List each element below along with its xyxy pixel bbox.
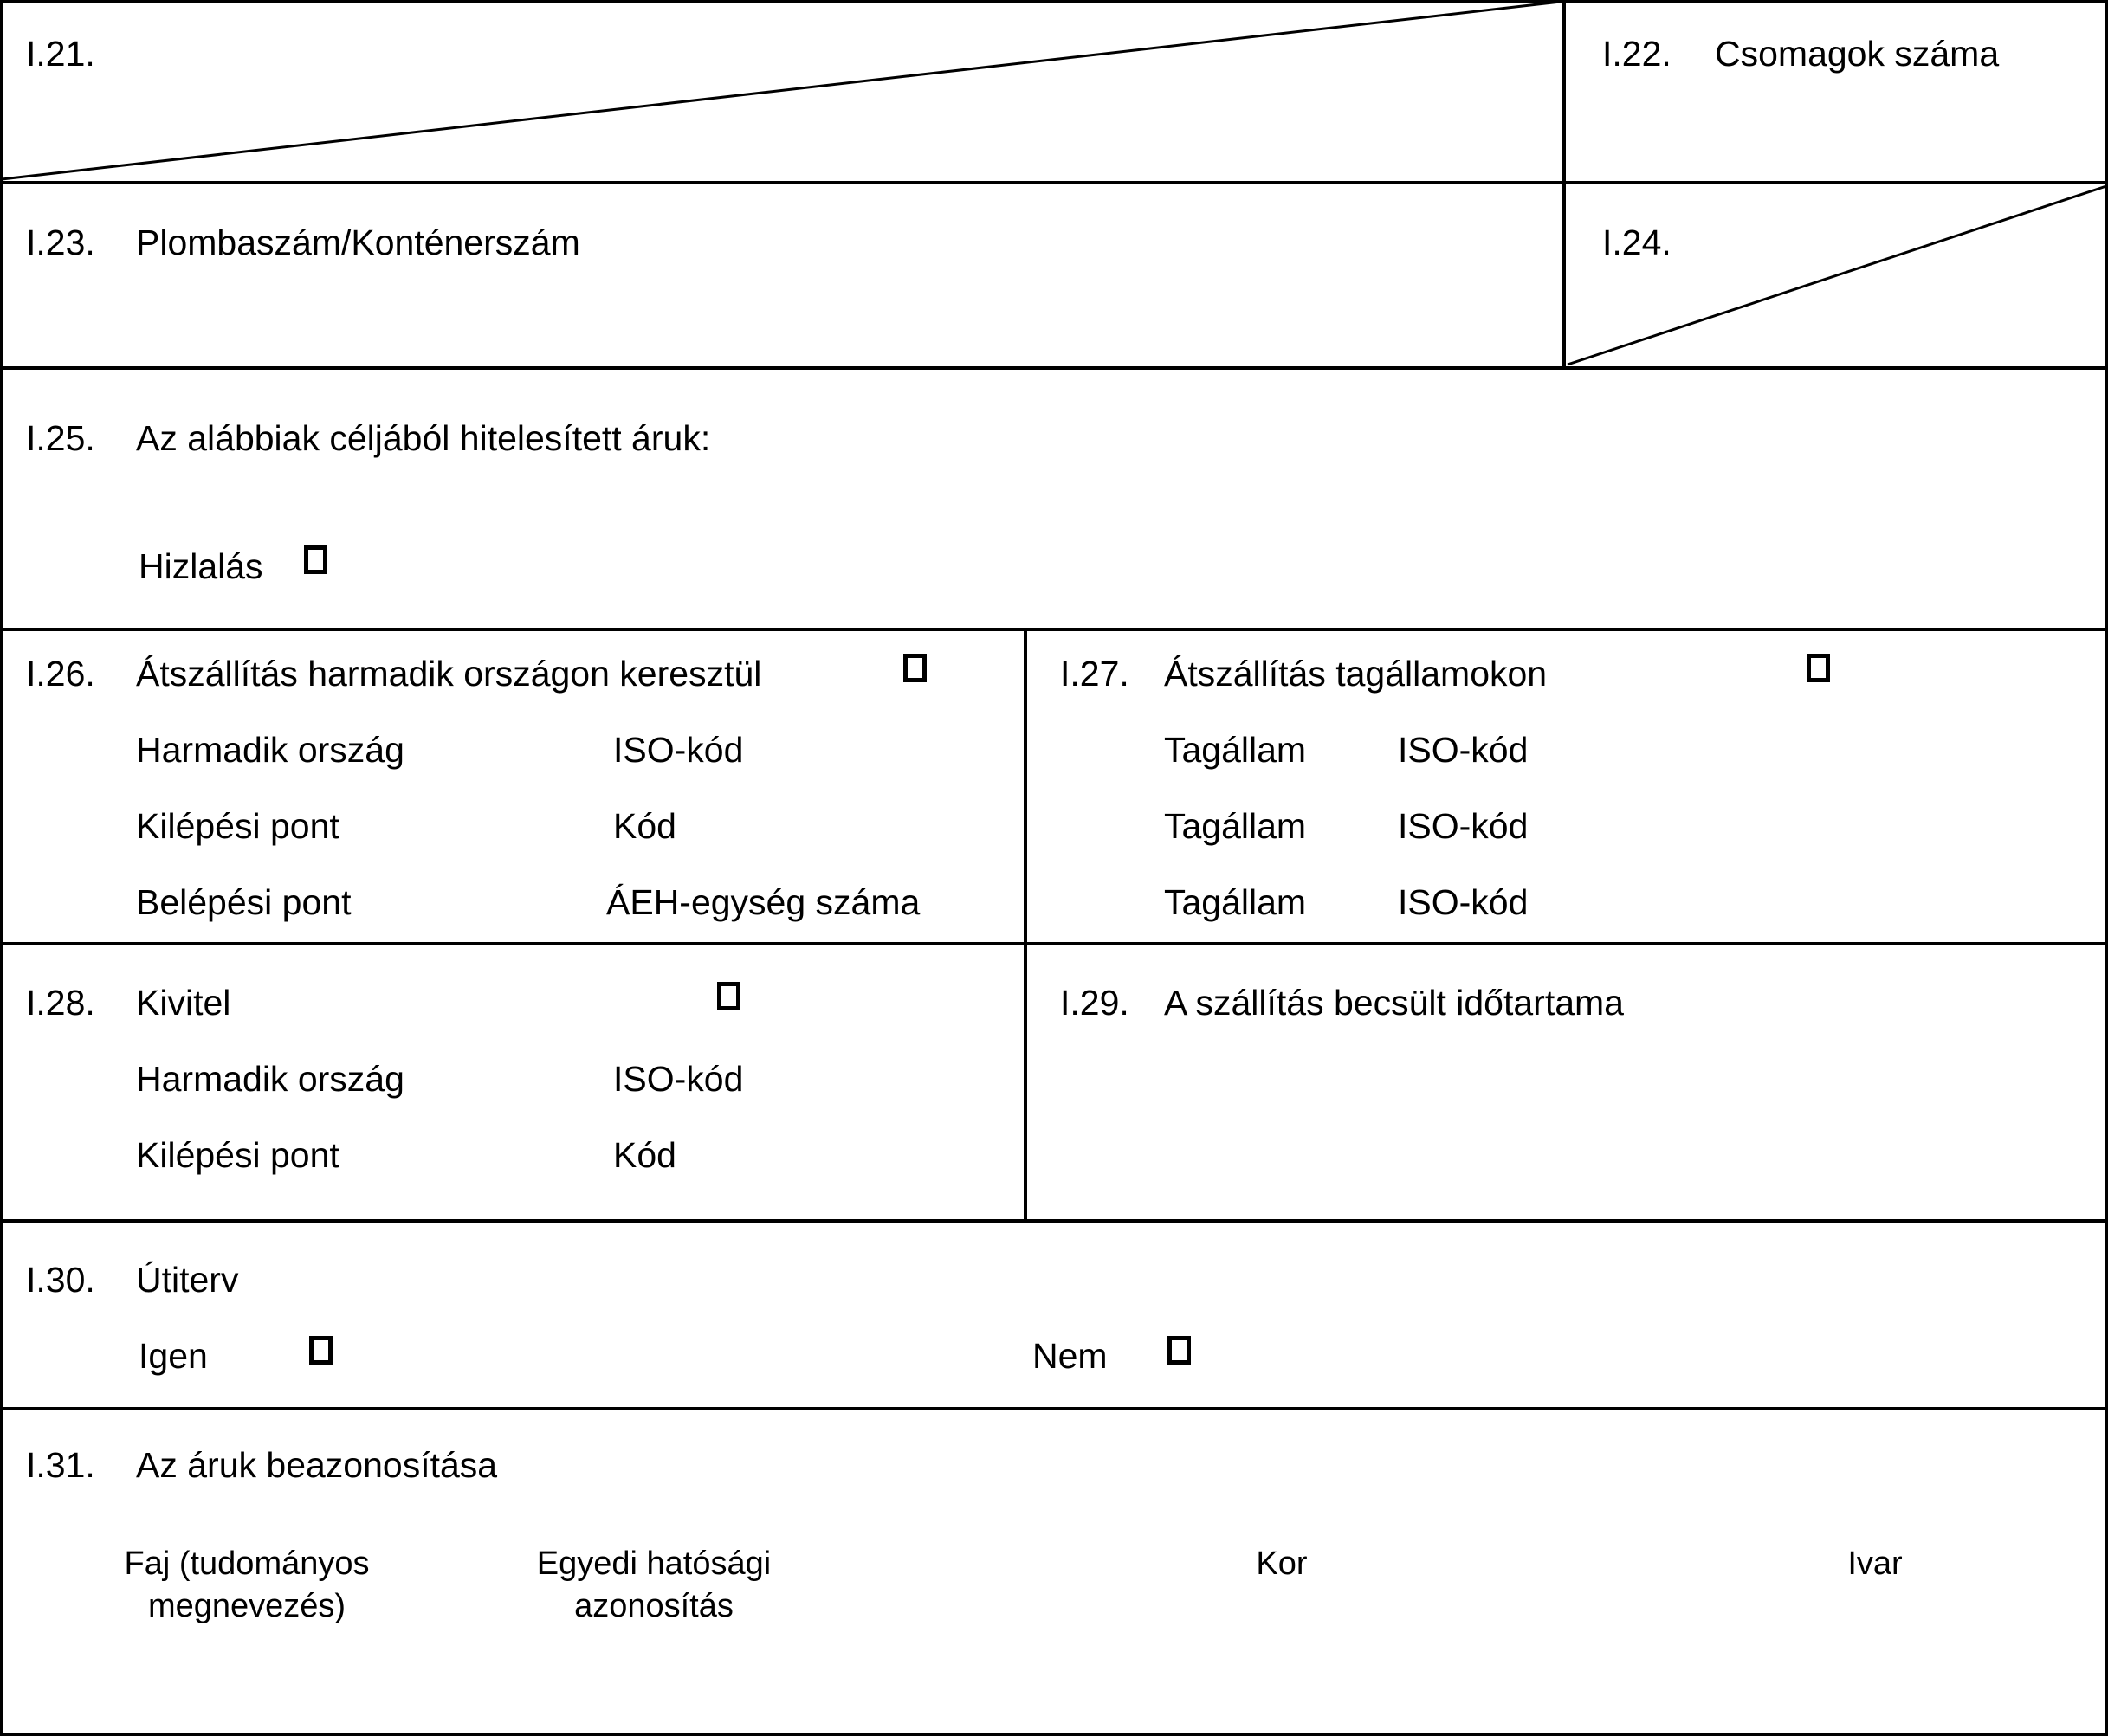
box-i27-row-2-left: Tagállam xyxy=(1164,882,1307,922)
box-i31-column-2-line1: Kor xyxy=(1256,1546,1308,1582)
box-i31-column-1-line2: azonosítás xyxy=(574,1587,734,1624)
row-divider-i21-i23 xyxy=(0,181,2108,184)
box-i31-column-3: Ivar xyxy=(1762,1543,1988,1585)
box-i31-column-1-line1: Egyedi hatósági xyxy=(536,1546,772,1582)
box-i23: I.23. Plombaszám/Konténerszám xyxy=(0,184,1562,366)
box-i31-column-0-line2: megnevezés) xyxy=(147,1587,346,1624)
box-i24: I.24. xyxy=(1566,184,2108,366)
box-i27-row-0-right: ISO-kód xyxy=(1398,730,1529,770)
col-divider-i21-i22 xyxy=(1562,0,1566,181)
row-divider-i25-i26 xyxy=(0,628,2108,631)
box-i27-row-1-right: ISO-kód xyxy=(1398,806,1529,846)
box-i31-label: Az áruk beazonosítása xyxy=(136,1445,498,1485)
box-i27-number: I.27. xyxy=(1060,654,1129,694)
box-i23-number: I.23. xyxy=(26,223,95,262)
box-i28-row-0-right: ISO-kód xyxy=(613,1059,744,1099)
box-i27-label: Átszállítás tagállamokon xyxy=(1164,654,1548,694)
box-i30-yes-label: Igen xyxy=(139,1336,208,1376)
box-i21: I.21. xyxy=(0,0,1562,181)
box-i27-checkbox[interactable] xyxy=(1807,654,1830,682)
box-i28-checkbox[interactable] xyxy=(717,982,740,1010)
box-i21-number: I.21. xyxy=(26,34,95,74)
box-i26-row-1-left: Kilépési pont xyxy=(136,806,339,846)
box-i31-column-0: Faj (tudományos megnevezés) xyxy=(78,1543,416,1627)
box-i22: I.22. Csomagok száma xyxy=(1566,0,2108,181)
box-i30-no-label: Nem xyxy=(1032,1336,1108,1376)
i24-diagonal-strike xyxy=(1567,184,2107,366)
box-i30: I.30. Útiterv Igen Nem xyxy=(0,1223,2108,1407)
box-i28-row-0-left: Harmadik ország xyxy=(136,1059,404,1099)
box-i25-number: I.25. xyxy=(26,418,95,458)
box-i29: I.29. A szállítás becsült időtartama xyxy=(1027,945,2108,1219)
box-i30-yes-checkbox[interactable] xyxy=(309,1336,333,1365)
box-i26: I.26. Átszállítás harmadik országon kere… xyxy=(0,631,1024,942)
box-i27-row-2-right: ISO-kód xyxy=(1398,882,1529,922)
box-i28-label: Kivitel xyxy=(136,983,231,1023)
col-divider-i23-i24 xyxy=(1562,181,1566,366)
box-i22-number: I.22. xyxy=(1602,34,1672,74)
box-i22-label: Csomagok száma xyxy=(1715,34,2000,74)
box-i25-label: Az alábbiak céljából hitelesített áruk: xyxy=(136,418,711,458)
box-i27-row-0-left: Tagállam xyxy=(1164,730,1307,770)
box-i25-option-label: Hizlalás xyxy=(139,546,263,586)
row-divider-i28-i30 xyxy=(0,1219,2108,1223)
box-i26-row-0-left: Harmadik ország xyxy=(136,730,404,770)
col-divider-i26-i27 xyxy=(1024,628,1027,942)
box-i26-row-2-right: ÁEH-egység száma xyxy=(606,882,921,922)
box-i26-row-2-left: Belépési pont xyxy=(136,882,352,922)
box-i28-row-1-left: Kilépési pont xyxy=(136,1135,339,1175)
row-divider-i30-i31 xyxy=(0,1407,2108,1410)
box-i26-row-0-right: ISO-kód xyxy=(613,730,744,770)
box-i29-label: A szállítás becsült időtartama xyxy=(1164,983,1624,1023)
box-i25: I.25. Az alábbiak céljából hitelesített … xyxy=(0,370,2108,628)
box-i29-number: I.29. xyxy=(1060,983,1129,1023)
box-i28-number: I.28. xyxy=(26,983,95,1023)
box-i31: I.31. Az áruk beazonosítása Faj (tudomán… xyxy=(0,1410,2108,1736)
box-i28: I.28. Kivitel Harmadik ország ISO-kód Ki… xyxy=(0,945,1024,1219)
box-i31-number: I.31. xyxy=(26,1445,95,1485)
box-i26-number: I.26. xyxy=(26,654,95,694)
box-i30-no-checkbox[interactable] xyxy=(1167,1336,1191,1365)
box-i31-column-2: Kor xyxy=(1169,1543,1394,1585)
box-i24-number: I.24. xyxy=(1602,223,1672,262)
box-i26-row-1-right: Kód xyxy=(613,806,676,846)
box-i30-label: Útiterv xyxy=(136,1260,239,1300)
col-divider-i28-i29 xyxy=(1024,942,1027,1219)
box-i27: I.27. Átszállítás tagállamokon Tagállam … xyxy=(1027,631,2108,942)
box-i31-column-1: Egyedi hatósági azonosítás xyxy=(485,1543,823,1627)
box-i23-label: Plombaszám/Konténerszám xyxy=(136,223,580,262)
box-i26-checkbox[interactable] xyxy=(903,654,927,682)
row-divider-i26-i28 xyxy=(0,942,2108,945)
row-divider-i23-i25 xyxy=(0,366,2108,370)
box-i28-row-1-right: Kód xyxy=(613,1135,676,1175)
box-i30-number: I.30. xyxy=(26,1260,95,1300)
box-i25-hizlalas-checkbox[interactable] xyxy=(304,545,327,574)
i21-diagonal-strike xyxy=(1,0,1562,181)
box-i31-column-3-line1: Ivar xyxy=(1847,1546,1903,1582)
box-i26-label: Átszállítás harmadik országon keresztül xyxy=(136,654,762,694)
box-i27-row-1-left: Tagállam xyxy=(1164,806,1307,846)
box-i31-column-0-line1: Faj (tudományos xyxy=(124,1546,370,1582)
